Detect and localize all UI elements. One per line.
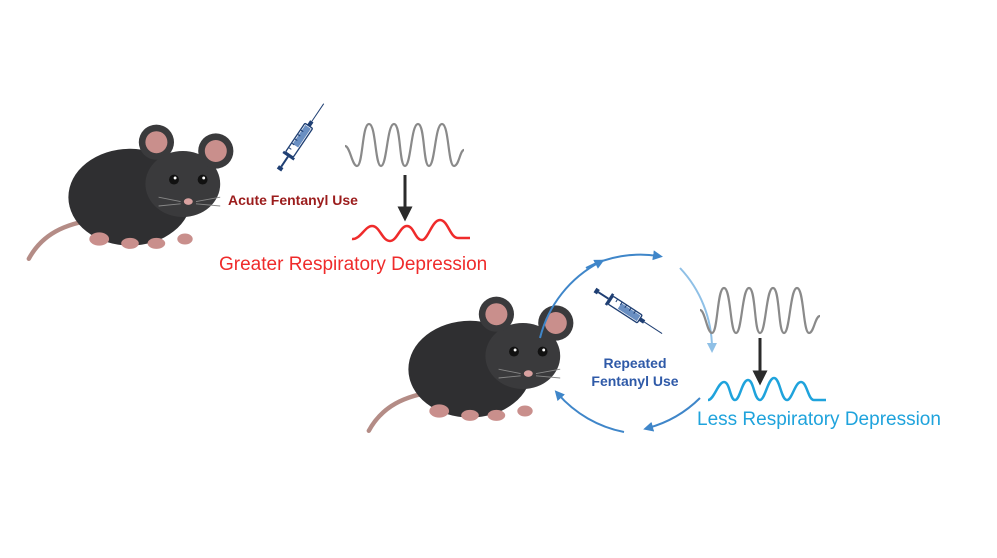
syringe-icon bbox=[272, 98, 331, 175]
reduced-depression-trace bbox=[707, 376, 826, 402]
depressed-breathing-trace bbox=[351, 218, 470, 243]
baseline-breathing-trace bbox=[344, 122, 465, 168]
acute-fentanyl-label: Acute Fentanyl Use bbox=[228, 192, 358, 208]
cycle-arrow-icon bbox=[643, 397, 701, 432]
cycle-arrow-icon bbox=[585, 250, 663, 269]
acute-scenario bbox=[29, 98, 470, 259]
mouse-icon bbox=[29, 125, 234, 259]
cycle-arrow-icon bbox=[539, 259, 605, 339]
repeated-fentanyl-label: Repeated Fentanyl Use bbox=[591, 355, 679, 389]
cycle-arrow-icon bbox=[554, 390, 625, 433]
less-depression-label: Less Respiratory Depression bbox=[697, 409, 941, 430]
greater-depression-label: Greater Respiratory Depression bbox=[219, 254, 488, 275]
syringe-icon bbox=[590, 283, 667, 341]
cycle-arrow-icon bbox=[679, 267, 717, 353]
baseline-breathing-trace bbox=[699, 286, 821, 335]
repeated-scenario bbox=[369, 250, 826, 433]
mouse-icon bbox=[369, 297, 574, 431]
